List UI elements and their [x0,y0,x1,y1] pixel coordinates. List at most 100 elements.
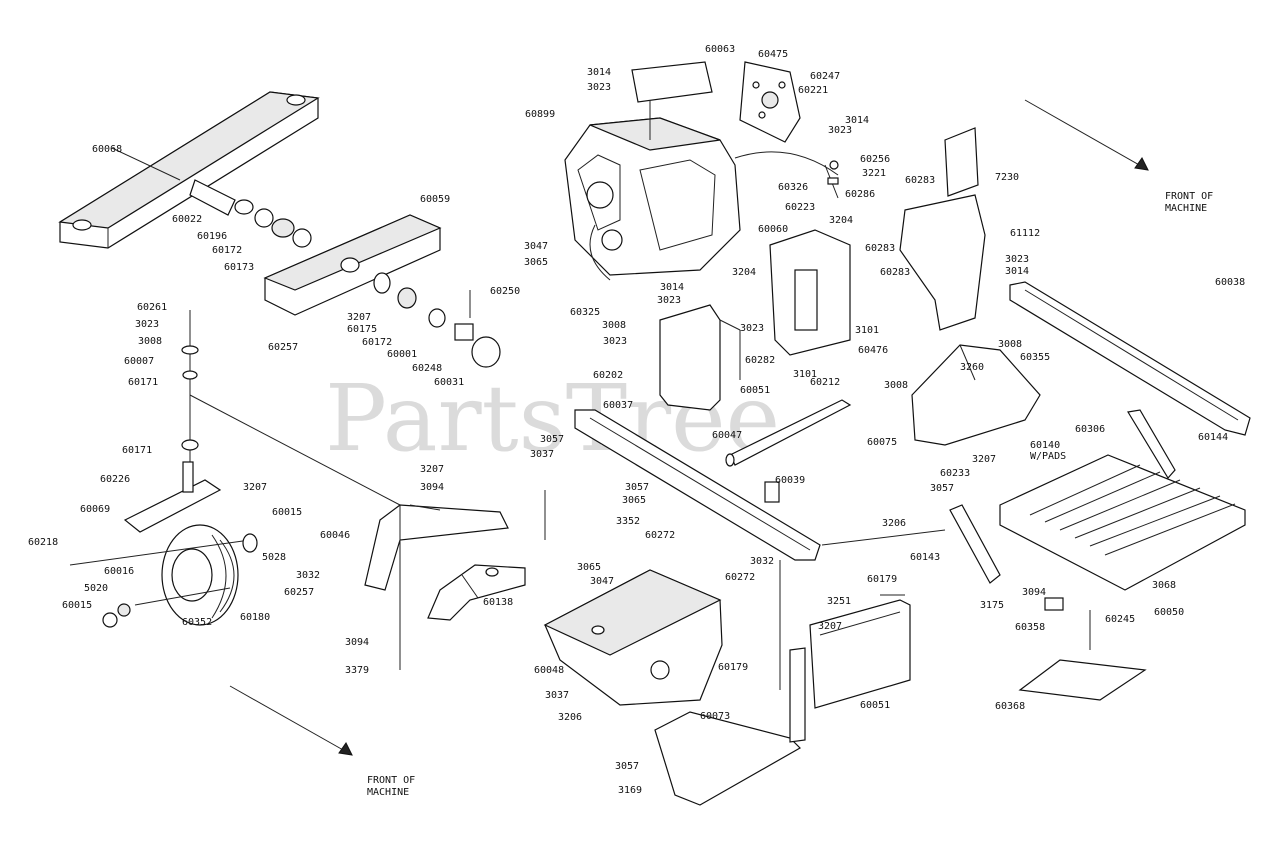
callout-60233: 60233 [940,468,970,479]
callout-60221: 60221 [798,85,828,96]
callout-60355: 60355 [1020,352,1050,363]
callout-60218: 60218 [28,537,58,548]
direction-note-bottom-line2: MACHINE [367,787,409,798]
callout-60272: 60272 [645,530,675,541]
callout-60050: 60050 [1154,607,1184,618]
callout-60325: 60325 [570,307,600,318]
hub-parts [373,272,501,368]
callout-5020: 5020 [84,583,108,594]
control-panel [739,61,801,143]
callout-3068: 3068 [1152,580,1176,591]
callout-60022: 60022 [172,214,202,225]
callout-3169: 3169 [618,785,642,796]
callout-labels: 60068 60022 60196 60172 60173 60059 6025… [28,44,1245,796]
callout-3023: 3023 [828,125,852,136]
callout-60038: 60038 [1215,277,1245,288]
bottom-plate [654,711,801,806]
callout-7230: 7230 [995,172,1019,183]
deck-plate [543,569,723,706]
axle-rod [725,399,852,467]
callout-60283: 60283 [880,267,910,278]
front-arrow-bottom-left [229,685,353,756]
callout-60283: 60283 [905,175,935,186]
callout-3008: 3008 [138,336,162,347]
callout-60358: 60358 [1015,622,1045,633]
direction-note-bottom-line1: FRONT OF [367,775,415,786]
callout-60059: 60059 [420,194,450,205]
callout-60140: 60140 [1030,440,1060,451]
callout-60180: 60180 [240,612,270,623]
callout-60069: 60069 [80,504,110,515]
callout-60068: 60068 [92,144,122,155]
side-panel [769,229,851,356]
callout-3207: 3207 [818,621,842,632]
callout-3057: 3057 [615,761,639,772]
rear-cover [911,344,1041,446]
direction-note-top-line2: MACHINE [1165,203,1207,214]
callout-60475: 60475 [758,49,788,60]
callout-3023: 3023 [587,82,611,93]
callout-60226: 60226 [100,474,130,485]
throttle-lever [824,160,839,199]
callout-60247: 60247 [810,71,840,82]
callout-60286: 60286 [845,189,875,200]
callout-3014: 3014 [1005,266,1029,277]
callout-60047: 60047 [712,430,742,441]
callout-60031: 60031 [434,377,464,388]
callout-60179: 60179 [718,662,748,673]
engine-bracket [631,61,713,140]
leader-lines [111,147,1091,650]
callout-3207: 3207 [243,482,267,493]
callout-3260: 3260 [960,362,984,373]
callout-60046: 60046 [320,530,350,541]
callout-60196: 60196 [197,231,227,242]
callout-3008: 3008 [998,339,1022,350]
callout-60899: 60899 [525,109,555,120]
callout-3065: 3065 [622,495,646,506]
engine [564,117,839,281]
callout-60016: 60016 [104,566,134,577]
callout-60272: 60272 [725,572,755,583]
callout-60075: 60075 [867,437,897,448]
callout-3094: 3094 [1022,587,1046,598]
callout-3065: 3065 [524,257,548,268]
callout-60245: 60245 [1105,614,1135,625]
callout-3023: 3023 [603,336,627,347]
seat-back-plate [899,127,986,331]
callout-60261: 60261 [137,302,167,313]
callout-3204: 3204 [829,215,853,226]
callout-3014: 3014 [587,67,611,78]
callout-60039: 60039 [775,475,805,486]
callout-3047: 3047 [590,576,614,587]
callout-3057: 3057 [930,483,954,494]
direction-note-top-line1: FRONT OF [1165,191,1213,202]
callout-60001: 60001 [387,349,417,360]
callout-60063: 60063 [705,44,735,55]
callout-3014: 3014 [845,115,869,126]
main-frame [544,409,821,690]
callout-60257: 60257 [284,587,314,598]
callout-60250: 60250 [490,286,520,297]
callout-60256: 60256 [860,154,890,165]
caster-wheel [69,524,258,628]
callout-3207: 3207 [420,464,444,475]
callout-3206: 3206 [558,712,582,723]
callout-60060: 60060 [758,224,788,235]
callout-3221: 3221 [862,168,886,179]
callout-3023: 3023 [657,295,681,306]
rear-bracket [789,594,911,743]
callout-60143: 60143 [910,552,940,563]
callout-60283: 60283 [865,243,895,254]
callout-3101: 3101 [793,369,817,380]
callout-60326: 60326 [778,182,808,193]
callout-3057: 3057 [540,434,564,445]
callout-60015: 60015 [272,507,302,518]
callout-3101: 3101 [855,325,879,336]
callout-60175: 60175 [347,324,377,335]
callout-60282: 60282 [745,355,775,366]
footrest [999,454,1246,591]
callout-60171: 60171 [128,377,158,388]
callout-3094: 3094 [420,482,444,493]
caster-fork [123,461,222,533]
callout-3032: 3032 [750,556,774,567]
